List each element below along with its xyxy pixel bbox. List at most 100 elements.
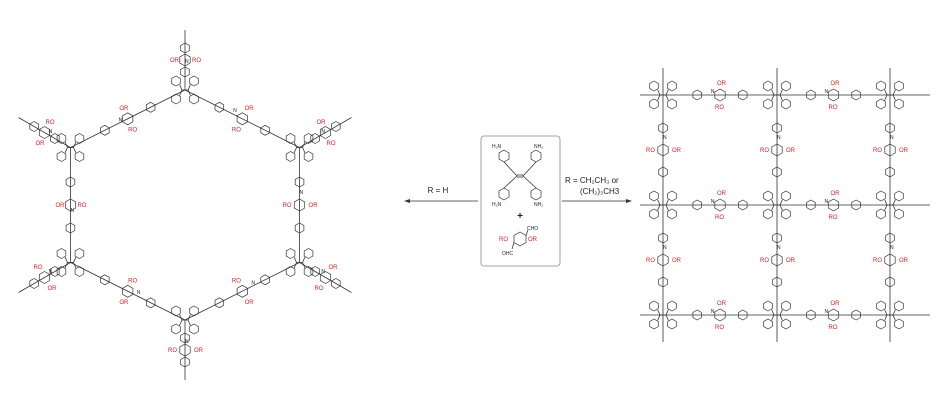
phenyl-ring — [885, 166, 895, 178]
phenyl-ring — [649, 300, 659, 312]
phenyl-ring — [894, 300, 904, 312]
imine-nitrogen-label: N — [185, 59, 189, 65]
left-arrow-label: R = H — [428, 186, 449, 195]
dialkoxybenzene-ring — [179, 53, 191, 67]
alkoxy-label: RO — [829, 105, 838, 111]
bond — [73, 262, 77, 269]
phenyl-ring — [180, 66, 190, 78]
right-arrow-label-line1: R = CH₂CH₃ or — [565, 176, 619, 185]
alkoxy-label: RO — [760, 258, 769, 264]
dialkoxybenzene-ring — [714, 308, 726, 322]
phenyl-ring — [171, 323, 181, 335]
alkoxy-label: RO — [45, 120, 54, 126]
phenyl-ring — [331, 121, 341, 132]
alkoxy-label: RO — [499, 237, 508, 243]
phenyl-ring — [649, 80, 659, 92]
phenyl-ring — [145, 101, 156, 113]
dialkoxybenzene-ring — [64, 198, 77, 212]
bond — [293, 256, 297, 263]
bond — [665, 89, 669, 96]
alkoxy-label: OR — [831, 81, 841, 87]
phenyl-ring — [781, 98, 791, 110]
dialkoxybenzene-ring — [884, 143, 896, 157]
bond — [665, 204, 669, 211]
dialkoxybenzene-ring — [714, 198, 726, 212]
bond — [779, 309, 783, 316]
imine-nitrogen-label: N — [70, 208, 74, 214]
bond — [293, 262, 297, 269]
dialkoxybenzene-ring — [236, 284, 248, 298]
phenyl-ring — [763, 98, 773, 110]
phenyl-ring — [189, 93, 199, 105]
imine-linker-bond — [70, 89, 186, 148]
right-reaction-arrow: R = CH₂CH₃ or (CH₂)₃CH3 — [562, 176, 632, 203]
phenyl-ring — [294, 222, 305, 234]
alkoxy-label: RO — [232, 279, 241, 285]
bond — [884, 204, 888, 211]
bond — [884, 314, 888, 321]
phenyl-ring — [781, 80, 791, 92]
bond — [657, 89, 661, 96]
dialdehyde-monomer: CHO OHC RO OR — [499, 226, 538, 257]
bond — [64, 147, 68, 154]
alkoxy-label: OR — [528, 237, 538, 243]
phenyl-ring — [667, 208, 677, 220]
bond — [657, 309, 661, 316]
phenyl-ring — [667, 300, 677, 312]
dialkoxybenzene-ring — [122, 284, 134, 298]
phenyl-ring — [806, 309, 816, 321]
bond — [771, 314, 775, 321]
phenyl-ring — [180, 332, 190, 344]
amine-label: H₂N — [492, 202, 502, 208]
phenyl-ring — [781, 318, 791, 330]
phenyl-ring — [285, 133, 296, 144]
alkoxy-label: OR — [170, 58, 180, 64]
imine-nitrogen-label: N — [824, 309, 828, 315]
amine-label: NH₂ — [534, 144, 543, 150]
phenyl-ring — [894, 318, 904, 330]
phenyl-ring — [74, 133, 85, 144]
phenyl-ring — [171, 305, 181, 317]
phenyl-ring — [65, 176, 76, 188]
tetraaminophenylethylene-monomer: H₂N NH₂ H₂N NH₂ — [492, 144, 543, 208]
imine-linker-bond — [18, 262, 71, 293]
phenyl-ring — [885, 122, 895, 134]
bond — [665, 309, 669, 316]
phenyl-ring — [667, 318, 677, 330]
bond — [657, 199, 661, 206]
phenyl-ring — [260, 124, 270, 136]
phenyl-ring — [180, 42, 190, 54]
phenyl-ring — [738, 89, 748, 101]
phenyl-ring — [649, 190, 659, 202]
phenyl-ring — [50, 133, 60, 144]
alkoxy-label: RO — [873, 258, 882, 264]
bond — [179, 319, 183, 326]
alkoxy-label: OR — [717, 81, 727, 87]
phenyl-ring — [658, 276, 668, 288]
monomer-box: H₂N NH₂ H₂N NH₂ + CHO OHC RO OR — [480, 135, 561, 267]
phenyl-ring — [876, 318, 886, 330]
dialkoxybenzene-ring — [319, 126, 332, 139]
phenyl-ring — [294, 176, 305, 188]
alkoxy-label: OR — [786, 148, 796, 154]
imine-linker-bond — [184, 262, 300, 321]
bond — [302, 262, 306, 269]
bond — [187, 314, 191, 321]
alkoxy-label: OR — [35, 141, 45, 147]
bond — [302, 141, 306, 148]
bond — [665, 314, 669, 321]
dialkoxybenzene-ring — [884, 253, 896, 267]
bond — [293, 141, 297, 148]
phenyl-ring — [649, 208, 659, 220]
phenyl-ring — [763, 80, 773, 92]
bond — [779, 89, 783, 96]
phenyl-ring — [171, 93, 181, 105]
imine-nitrogen-label: N — [119, 117, 123, 123]
imine-nitrogen-label: N — [890, 245, 894, 251]
phenyl-ring — [214, 297, 225, 309]
phenyl-ring — [772, 232, 782, 244]
alkoxy-label: OR — [309, 203, 319, 209]
bond — [884, 309, 888, 316]
phenyl-ring — [56, 133, 67, 144]
phenyl-ring — [260, 274, 270, 286]
